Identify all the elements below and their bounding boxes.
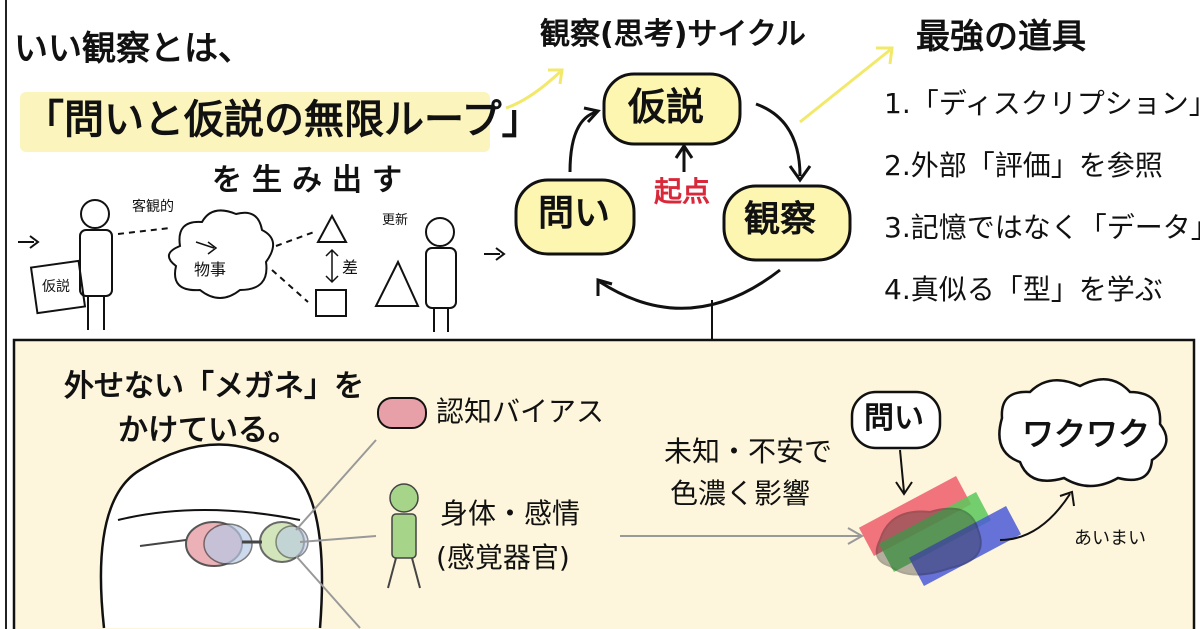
infinite-loop-title: 「問いと仮説の無限ループ」 — [24, 97, 542, 143]
dashed-arrow-triangle — [275, 231, 315, 247]
question-arrow — [899, 449, 905, 493]
vague-arrow — [999, 493, 1071, 541]
filter-blue — [908, 506, 1022, 586]
dashed-arrow-square — [271, 269, 309, 303]
tool-item-2: 2.外部「評価」を参照 — [884, 149, 1163, 182]
node-hypothesis: 仮説 — [628, 85, 705, 129]
body-emotion-label: 身体・感情 — [440, 497, 581, 530]
updated-hypothesis-bag — [374, 259, 420, 307]
label-update: 更新 — [382, 213, 409, 228]
excitement-cloud — [998, 378, 1168, 488]
question-arrowhead — [895, 481, 913, 496]
hypothesis-bag — [29, 259, 87, 315]
hairline — [117, 509, 301, 521]
influence-arrowhead — [847, 527, 865, 545]
cycle-arrow-hypothesis-to-observation — [755, 102, 802, 177]
node-hypothesis-box — [602, 72, 742, 146]
filter-red — [858, 476, 972, 556]
title-highlight — [20, 92, 490, 152]
start-arrowhead — [674, 143, 694, 159]
bias-label: 認知バイアス — [436, 395, 605, 428]
fan-line-lower — [295, 555, 361, 629]
glasses-caption-line1: 外せない「メガネ」を — [64, 369, 364, 404]
left-input-arrow — [18, 235, 40, 249]
start-point-label: 起点 — [654, 175, 711, 208]
cycle-arrowhead-1 — [583, 106, 601, 124]
generate-subtitle: を生み出す — [212, 163, 412, 198]
question-bubble-label: 問い — [864, 401, 924, 436]
question-bubble — [850, 390, 942, 450]
triangle-shape — [316, 213, 348, 243]
green-person-body — [391, 513, 417, 559]
square-shape — [315, 289, 347, 317]
dashed-arrow-objective — [117, 227, 171, 235]
unknown-anxiety-line2: 色濃く影響 — [670, 477, 811, 510]
tool-item-1: 1.「ディスクリプション」 — [884, 87, 1200, 120]
glasses-temple — [139, 539, 187, 547]
bias-icon — [377, 397, 427, 429]
cycle-title: 観察(思考)サイクル — [540, 17, 806, 52]
yellow-arrow-right — [799, 48, 891, 124]
label-diff: 差 — [342, 258, 359, 277]
heading-good-observation: いい観察とは、 — [14, 29, 252, 69]
diff-arrow — [325, 248, 339, 284]
green-person-head — [389, 483, 419, 513]
yellow-arrow-left — [505, 70, 562, 110]
node-question: 問い — [538, 193, 611, 234]
cycle-arrowhead-2 — [788, 165, 812, 183]
yellow-arrowhead-right — [876, 46, 894, 65]
unknown-anxiety-line1: 未知・不安で — [664, 435, 833, 468]
blob-shape — [875, 507, 982, 576]
filter-green — [878, 492, 992, 572]
cloud-inner-arrow — [195, 241, 218, 255]
vague-arrowhead — [1059, 490, 1075, 507]
label-thing: 物事 — [194, 260, 227, 279]
vague-label: あいまい — [1074, 528, 1146, 549]
person-left-legs — [87, 296, 105, 330]
thing-cloud — [168, 209, 274, 299]
node-observation-box — [722, 184, 852, 262]
tool-item-4: 4.真似る「型」を学ぶ — [884, 273, 1163, 306]
glasses-lens-left-blue — [203, 523, 253, 565]
label-objective: 客観的 — [132, 199, 174, 215]
green-person-legs — [387, 557, 421, 589]
node-question-box — [514, 178, 636, 256]
person-left-head — [80, 199, 110, 229]
node-observation: 観察 — [744, 199, 817, 240]
glasses-caption-line2: かけている。 — [118, 413, 298, 448]
person-right-body — [425, 247, 457, 309]
fan-line-bias — [295, 439, 377, 531]
sense-organs-label: (感覚器官) — [436, 541, 570, 574]
yellow-arrowhead-left — [548, 68, 564, 85]
person-right-head — [425, 217, 455, 247]
cycle-arrow-question-to-hypothesis — [568, 110, 597, 173]
tool-item-3: 3.記憶ではなく「データ」 — [884, 211, 1200, 244]
excitement-label: ワクワク — [1022, 415, 1151, 453]
tools-title: 最強の道具 — [916, 17, 1086, 57]
fan-line-body — [299, 535, 377, 543]
cycle-arrowhead-3 — [596, 278, 613, 296]
person-left-body — [79, 229, 113, 297]
person-right-legs — [433, 308, 449, 332]
left-output-arrow — [484, 247, 506, 261]
cycle-arrow-observation-to-question — [599, 268, 781, 310]
bag-label: 仮説 — [42, 279, 70, 295]
